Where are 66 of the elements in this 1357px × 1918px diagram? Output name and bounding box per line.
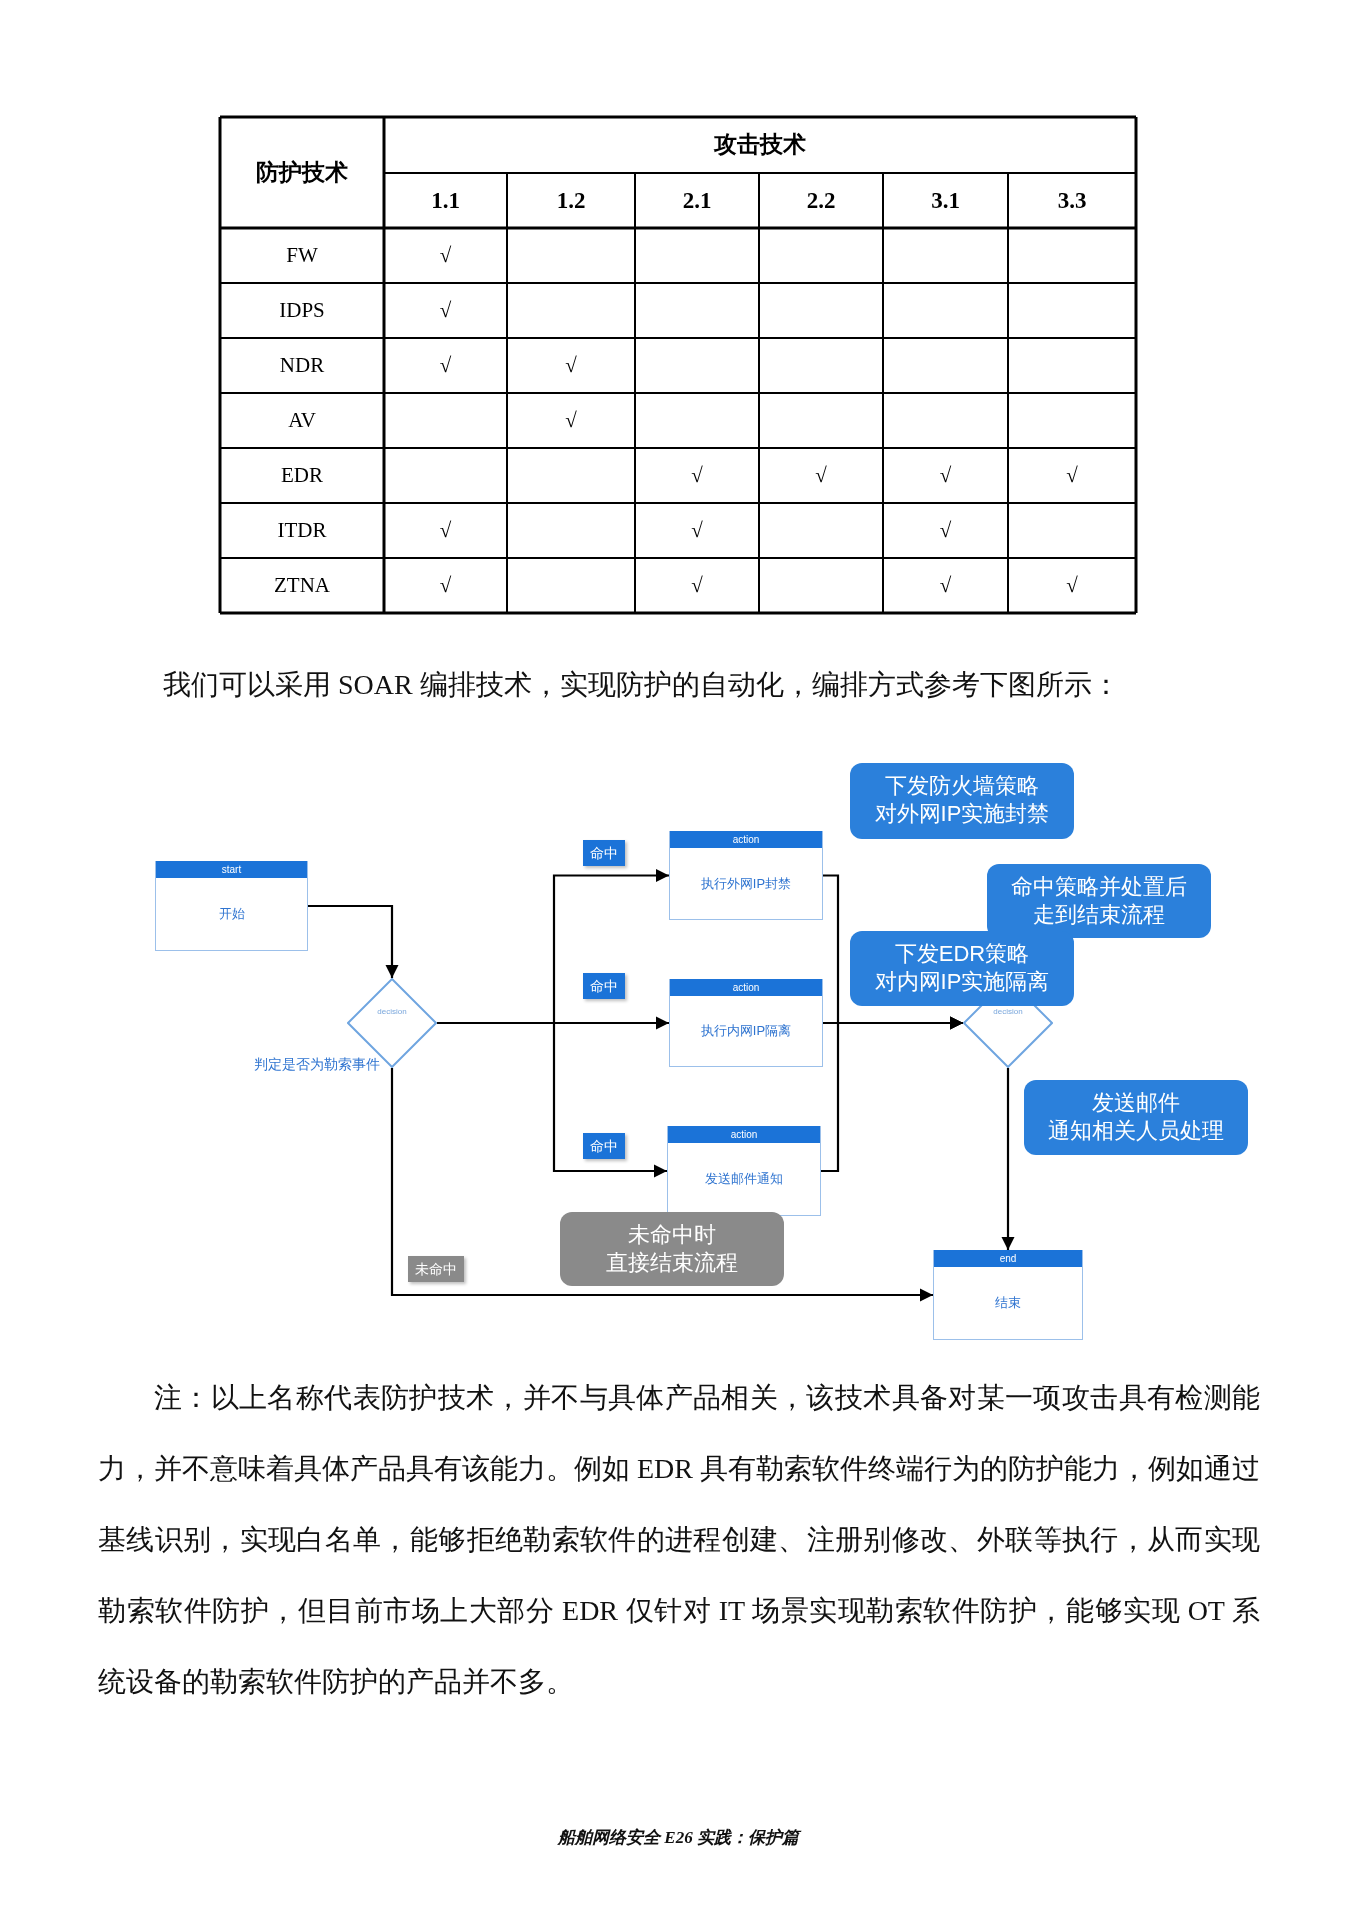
box-title: end [998, 1252, 1018, 1266]
row-label: IDPS [279, 297, 325, 324]
row-label: NDR [279, 352, 325, 379]
box-title: action [729, 1128, 759, 1142]
column-header: 2.2 [806, 186, 836, 215]
decision-caption: 判定是否为勒索事件 [254, 1056, 380, 1072]
diamond-label: decision [376, 1007, 408, 1017]
note-paragraph: 注：以上名称代表防护技术，并不与具体产品相关，该技术具备对某一项攻击具有检测能力，并不意味着具体产品具有该能力。例如 EDR 具有勒索软件终端行为的防护能力，例如通过基线识别，实现白名单，能够拒绝勒索软件的进程创建、注册别修改、外联等执行，从而实现勒索软件防护，但目前市场上大部分 EDR 仅针对 IT 场景实现勒索软件防护，能够实现 OT 系统设备的勒索软件防护的产品并不多。 [98, 1381, 1260, 1699]
check-mark: √ [565, 407, 577, 434]
callout-box: 下发EDR策略对内网IP实施隔离 [850, 931, 1074, 1006]
end-box [933, 1250, 1083, 1340]
check-mark: √ [439, 297, 452, 324]
edge-label: 未命中 [408, 1256, 464, 1282]
row-label: EDR [281, 462, 323, 489]
action-box [669, 979, 823, 1067]
check-mark: √ [939, 462, 952, 489]
column-header: 3.3 [1057, 186, 1087, 215]
check-mark: √ [439, 352, 452, 379]
action-box [669, 831, 823, 920]
arrow [821, 1016, 963, 1173]
check-mark: √ [815, 462, 827, 489]
start-box [155, 861, 308, 951]
box-label: 执行内网IP隔离 [699, 1022, 793, 1040]
row-label: AV [288, 407, 316, 434]
check-mark: √ [1066, 572, 1078, 599]
box-label: 执行外网IP封禁 [699, 874, 793, 893]
check-mark: √ [565, 352, 577, 379]
callout-box: 命中策略并处置后走到结束流程 [987, 864, 1211, 938]
box-label: 发送邮件通知 [704, 1170, 784, 1188]
edge-label: 命中 [583, 973, 625, 999]
row-label: ITDR [277, 517, 327, 544]
box-title: start [220, 863, 243, 877]
action-box [667, 1126, 821, 1216]
column-header: 2.1 [682, 186, 712, 215]
check-mark: √ [1066, 462, 1078, 489]
box-title: action [731, 981, 761, 995]
row-label: FW [286, 242, 318, 269]
diamond-label: decision [992, 1007, 1024, 1017]
row-label: ZTNA [274, 572, 330, 599]
note-box: 未命中时直接结束流程 [560, 1212, 784, 1286]
check-mark: √ [691, 572, 703, 599]
box-label: 结束 [994, 1294, 1022, 1312]
check-mark: √ [691, 517, 703, 544]
callout-box: 发送邮件通知相关人员处理 [1024, 1080, 1248, 1155]
edge-label: 命中 [583, 840, 625, 866]
column-header: 3.1 [931, 186, 960, 215]
check-mark: √ [439, 517, 452, 544]
column-header: 1.2 [556, 186, 586, 215]
page-footer: 船舶网络安全 E26 实践：保护篇 [430, 1826, 927, 1850]
callout-box: 下发防火墙策略对外网IP实施封禁 [850, 763, 1074, 839]
arrow [1001, 1068, 1015, 1250]
check-mark: √ [439, 242, 452, 269]
column-header: 1.1 [431, 186, 460, 215]
arrow [437, 1021, 667, 1178]
check-mark: √ [939, 517, 952, 544]
column-header: 攻击技术 [714, 131, 806, 159]
column-header: 防护技术 [256, 158, 348, 187]
check-mark: √ [691, 462, 703, 489]
body-text: 我们可以采用 SOAR 编排技术，实现防护的自动化，编排方式参考下图所示： [163, 668, 1121, 702]
box-label: 开始 [217, 905, 246, 923]
box-title: action [731, 833, 761, 847]
check-mark: √ [439, 572, 452, 599]
check-mark: √ [939, 572, 952, 599]
arrow [390, 1068, 933, 1302]
arrow [308, 904, 399, 978]
edge-label: 命中 [583, 1133, 625, 1159]
